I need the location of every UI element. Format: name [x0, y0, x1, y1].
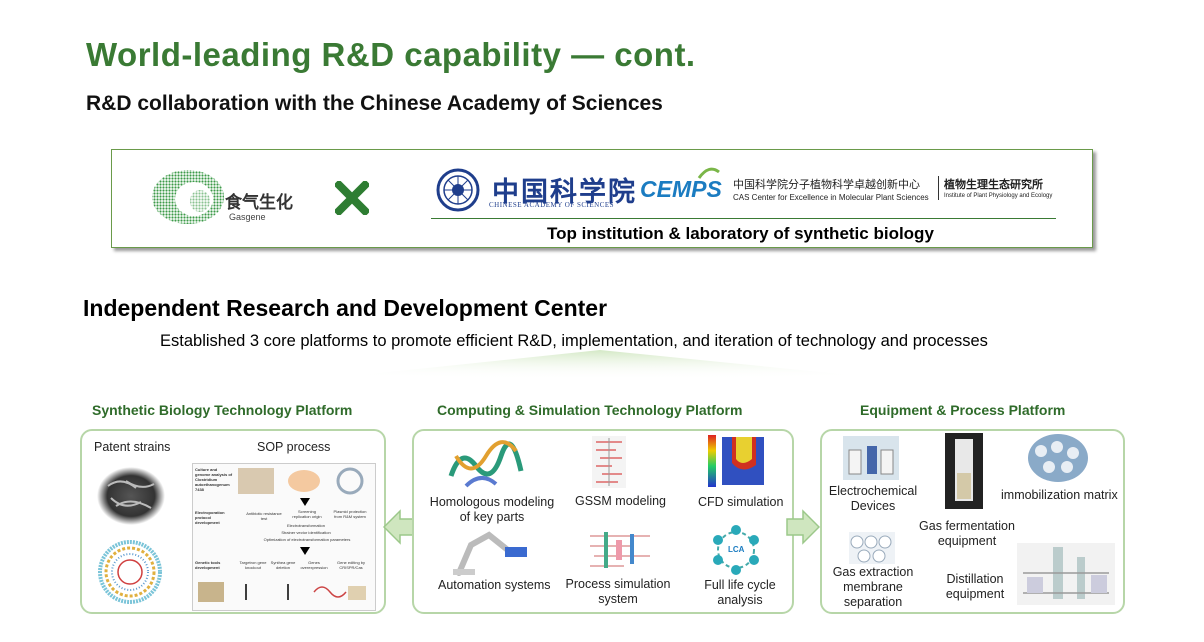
gas-extraction-label: Gas extraction membrane separation [832, 565, 914, 609]
cas-name-cn: 中国科学院 [492, 177, 637, 208]
cemps-logo: CEMPS [640, 176, 722, 202]
sop-step-culture: Culture and genome analysis of Clostridi… [195, 467, 233, 492]
collaboration-banner [111, 149, 1093, 248]
lca-cycle-image [713, 525, 759, 575]
sop-genes-over: Genes overexpression [300, 560, 328, 570]
sop-syntheo: Synthea gene deletion [270, 560, 296, 570]
spotlight-glow [120, 350, 1100, 400]
gasgene-name-en: Gasgene [229, 212, 266, 222]
platform-title-synbio: Synthetic Biology Technology Platform [92, 402, 353, 418]
cas-name-en: CHINESE ACADEMY OF SCIENCES [489, 201, 615, 209]
sop-genetic-images [198, 582, 366, 602]
section-title: Independent Research and Development Cen… [83, 295, 608, 321]
distillation-label: Distillation equipment [945, 572, 1005, 601]
logo-divider [938, 176, 939, 200]
gssm-network-image [592, 436, 626, 488]
automation-robot-image [453, 531, 527, 576]
cfd-simulation-image [708, 435, 764, 487]
sop-arrow-1 [300, 498, 310, 506]
sop-electrotrans: Electrotransformation [286, 523, 325, 528]
gas-fermentation-label: Gas fermentation equipment [919, 519, 1015, 548]
process-simulation-label: Process simulation system [565, 577, 671, 606]
platform-title-equipment: Equipment & Process Platform [860, 402, 1066, 418]
ippe-name-en: Institute of Plant Physiology and Ecolog… [944, 193, 1053, 199]
sop-gene-edit: Gene editing by CRISPR/Cas [336, 560, 366, 570]
protein-structure-image [448, 440, 524, 488]
gasgene-name-cn: 食气生化 [225, 193, 293, 213]
banner-divider [431, 218, 1056, 219]
cemps-arc-icon [697, 167, 720, 179]
sop-culture-images [238, 467, 364, 495]
process-simulation-image [584, 528, 656, 572]
sop-antibiotic: Antibiotic resistance test [246, 511, 282, 521]
sop-step-genetic: Genetic tools development [195, 560, 221, 570]
distillation-equipment-image [1017, 543, 1115, 605]
cemps-name-cn: 中国科学院分子植物科学卓越创新中心 [733, 179, 920, 191]
page-title: World-leading R&D capability — cont. [86, 36, 696, 73]
sop-optimization: Optimization of electrotransformation pa… [263, 537, 351, 542]
times-icon [335, 181, 369, 215]
sop-strain-id: Strainer vector identification [281, 530, 331, 535]
ippe-name-cn: 植物生理生态研究所 [944, 179, 1043, 191]
microscope-strain-image [97, 467, 165, 525]
sop-screening: Screening replication origin [292, 509, 322, 519]
platform-title-computing: Computing & Simulation Technology Platfo… [437, 402, 743, 418]
arrow-right-icon [786, 509, 820, 545]
lca-label: Full life cycle analysis [704, 578, 776, 607]
membrane-separation-image [849, 532, 895, 564]
sop-plasmid: Plasmid protection from R&M system [333, 509, 367, 519]
cfd-simulation-label: CFD simulation [698, 495, 784, 509]
sop-step-electro: Electroporation protocol development [195, 510, 225, 525]
electrochemical-devices-label: Electrochemical Devices [828, 484, 918, 513]
cas-emblem-icon [436, 168, 480, 212]
gas-fermentation-image [945, 433, 983, 509]
section-description: Established 3 core platforms to promote … [160, 332, 988, 350]
sop-arrow-2 [300, 547, 310, 555]
sop-process-label: SOP process [257, 440, 331, 454]
gasgene-logo-icon [152, 170, 224, 224]
immobilization-matrix-image [1028, 434, 1088, 482]
page-subtitle: R&D collaboration with the Chinese Acade… [86, 92, 663, 115]
homologous-modeling-label: Homologous modeling of key parts [429, 495, 555, 524]
electrochemical-devices-image [843, 436, 899, 480]
immobilization-matrix-label: immobilization matrix [1001, 488, 1118, 502]
patent-strains-label: Patent strains [94, 440, 171, 454]
lca-badge: LCA [728, 545, 745, 554]
cemps-name-en: CAS Center for Excellence in Molecular P… [733, 193, 929, 202]
banner-tagline: Top institution & laboratory of syntheti… [547, 224, 934, 243]
genome-circle-image [98, 540, 162, 604]
automation-systems-label: Automation systems [438, 578, 551, 592]
gssm-modeling-label: GSSM modeling [575, 494, 667, 508]
sop-targetron: Targetron gene knockout [239, 560, 267, 570]
